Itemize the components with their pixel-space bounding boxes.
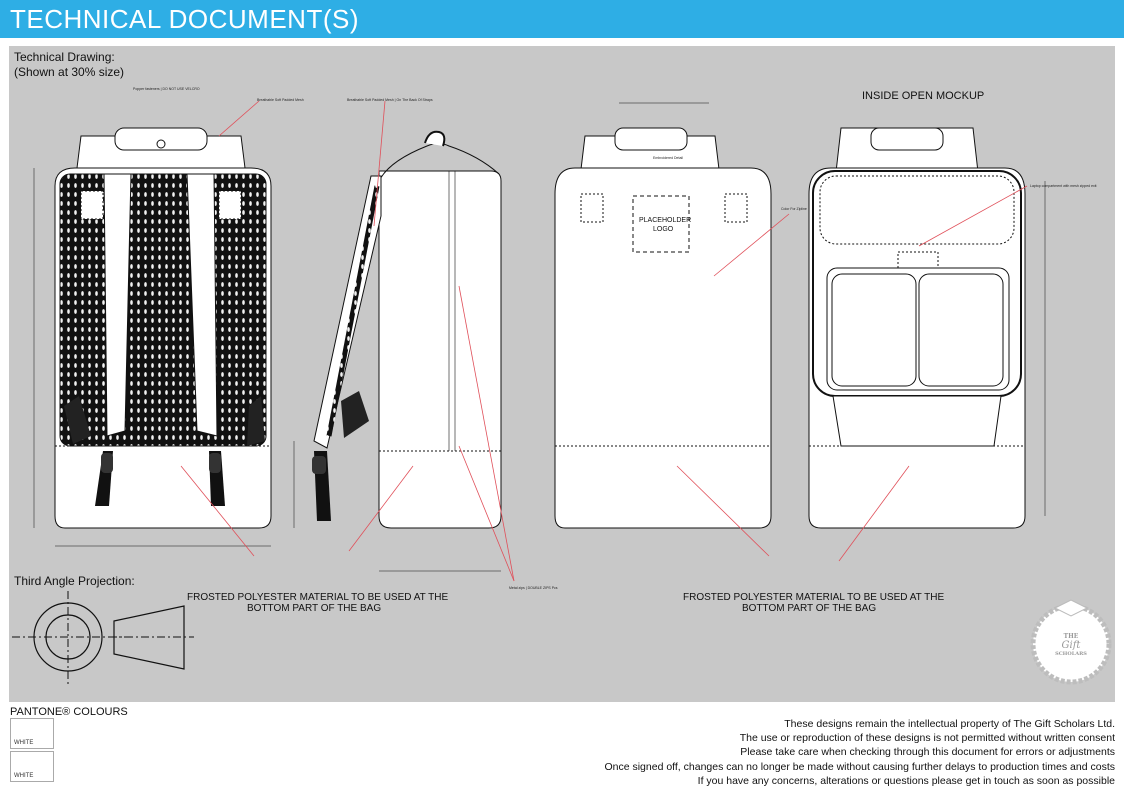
callout-laptop-compartment: Laptop compartment with mesh zipped exit	[1030, 184, 1097, 188]
callout-embroidered: Embroidered Detail	[653, 156, 683, 160]
inside-open-mockup-label: INSIDE OPEN MOCKUP	[862, 90, 985, 102]
third-angle-projection-symbol	[12, 591, 194, 686]
callout-popper-fasteners: Popper fasteners | DO NOT USE VELCRO	[133, 87, 200, 91]
callout-lines	[180, 100, 1028, 582]
frosted-note-right-line1: FROSTED POLYESTER MATERIAL TO BE USED AT…	[683, 592, 945, 603]
logo-text-top: THE	[1063, 633, 1079, 640]
pantone-swatch-2-label: WHITE	[14, 773, 34, 779]
front-view	[554, 102, 772, 529]
pantone-colours-title: PANTONE® COLOURS	[10, 706, 128, 718]
disclaimer-line: If you have any concerns, alterations or…	[697, 774, 1115, 787]
logo-text-script: Gift	[1061, 640, 1081, 651]
pantone-swatch-1: WHITE	[10, 718, 54, 749]
third-angle-projection-label: Third Angle Projection:	[14, 574, 135, 588]
logo-text-bottom: SCHOLARS	[1055, 651, 1087, 657]
disclaimer-line: Once signed off, changes can no longer b…	[604, 760, 1115, 773]
company-logo	[1030, 599, 1112, 685]
page-title: TECHNICAL DOCUMENT(S)	[10, 4, 359, 34]
frosted-note-left-line1: FROSTED POLYESTER MATERIAL TO BE USED AT…	[187, 592, 449, 603]
pantone-swatch-1-label: WHITE	[14, 740, 34, 746]
callout-handle-note: Breathable Soft Padded Mesh	[257, 98, 304, 102]
callout-strap-note: Breathable Soft Padded Mesh | On The Bac…	[347, 98, 433, 102]
disclaimer-block: These designs remain the intellectual pr…	[604, 717, 1115, 788]
technical-drawing-panel: Technical Drawing: (Shown at 30% size) I…	[9, 46, 1115, 702]
inside-view	[808, 127, 1046, 529]
disclaimer-line: These designs remain the intellectual pr…	[784, 718, 1115, 730]
disclaimer-line: The use or reproduction of these designs…	[739, 732, 1115, 745]
side-view	[293, 130, 502, 572]
placeholder-logo-line1: PLACEHOLDER	[639, 217, 692, 224]
placeholder-logo-line2: LOGO	[653, 226, 674, 233]
frosted-note-left-line2: BOTTOM PART OF THE BAG	[247, 603, 382, 614]
pantone-swatch-2: WHITE	[10, 751, 54, 782]
disclaimer-line: Please take care when checking through t…	[740, 746, 1115, 759]
logo-text: THE Gift SCHOLARS	[1053, 633, 1089, 657]
back-view	[33, 127, 272, 547]
technical-drawing-title: Technical Drawing:	[14, 50, 115, 64]
frosted-note-right-line2: BOTTOM PART OF THE BAG	[742, 603, 877, 614]
bag-drawings	[12, 100, 1112, 686]
callout-zipline: Color For Zipline	[781, 207, 807, 211]
technical-drawing-subtitle: (Shown at 30% size)	[14, 65, 125, 79]
callout-metal-zips: Metal zips | DOUBLE ZIPS Pcs	[509, 586, 558, 590]
header-bar: TECHNICAL DOCUMENT(S)	[0, 0, 1124, 38]
